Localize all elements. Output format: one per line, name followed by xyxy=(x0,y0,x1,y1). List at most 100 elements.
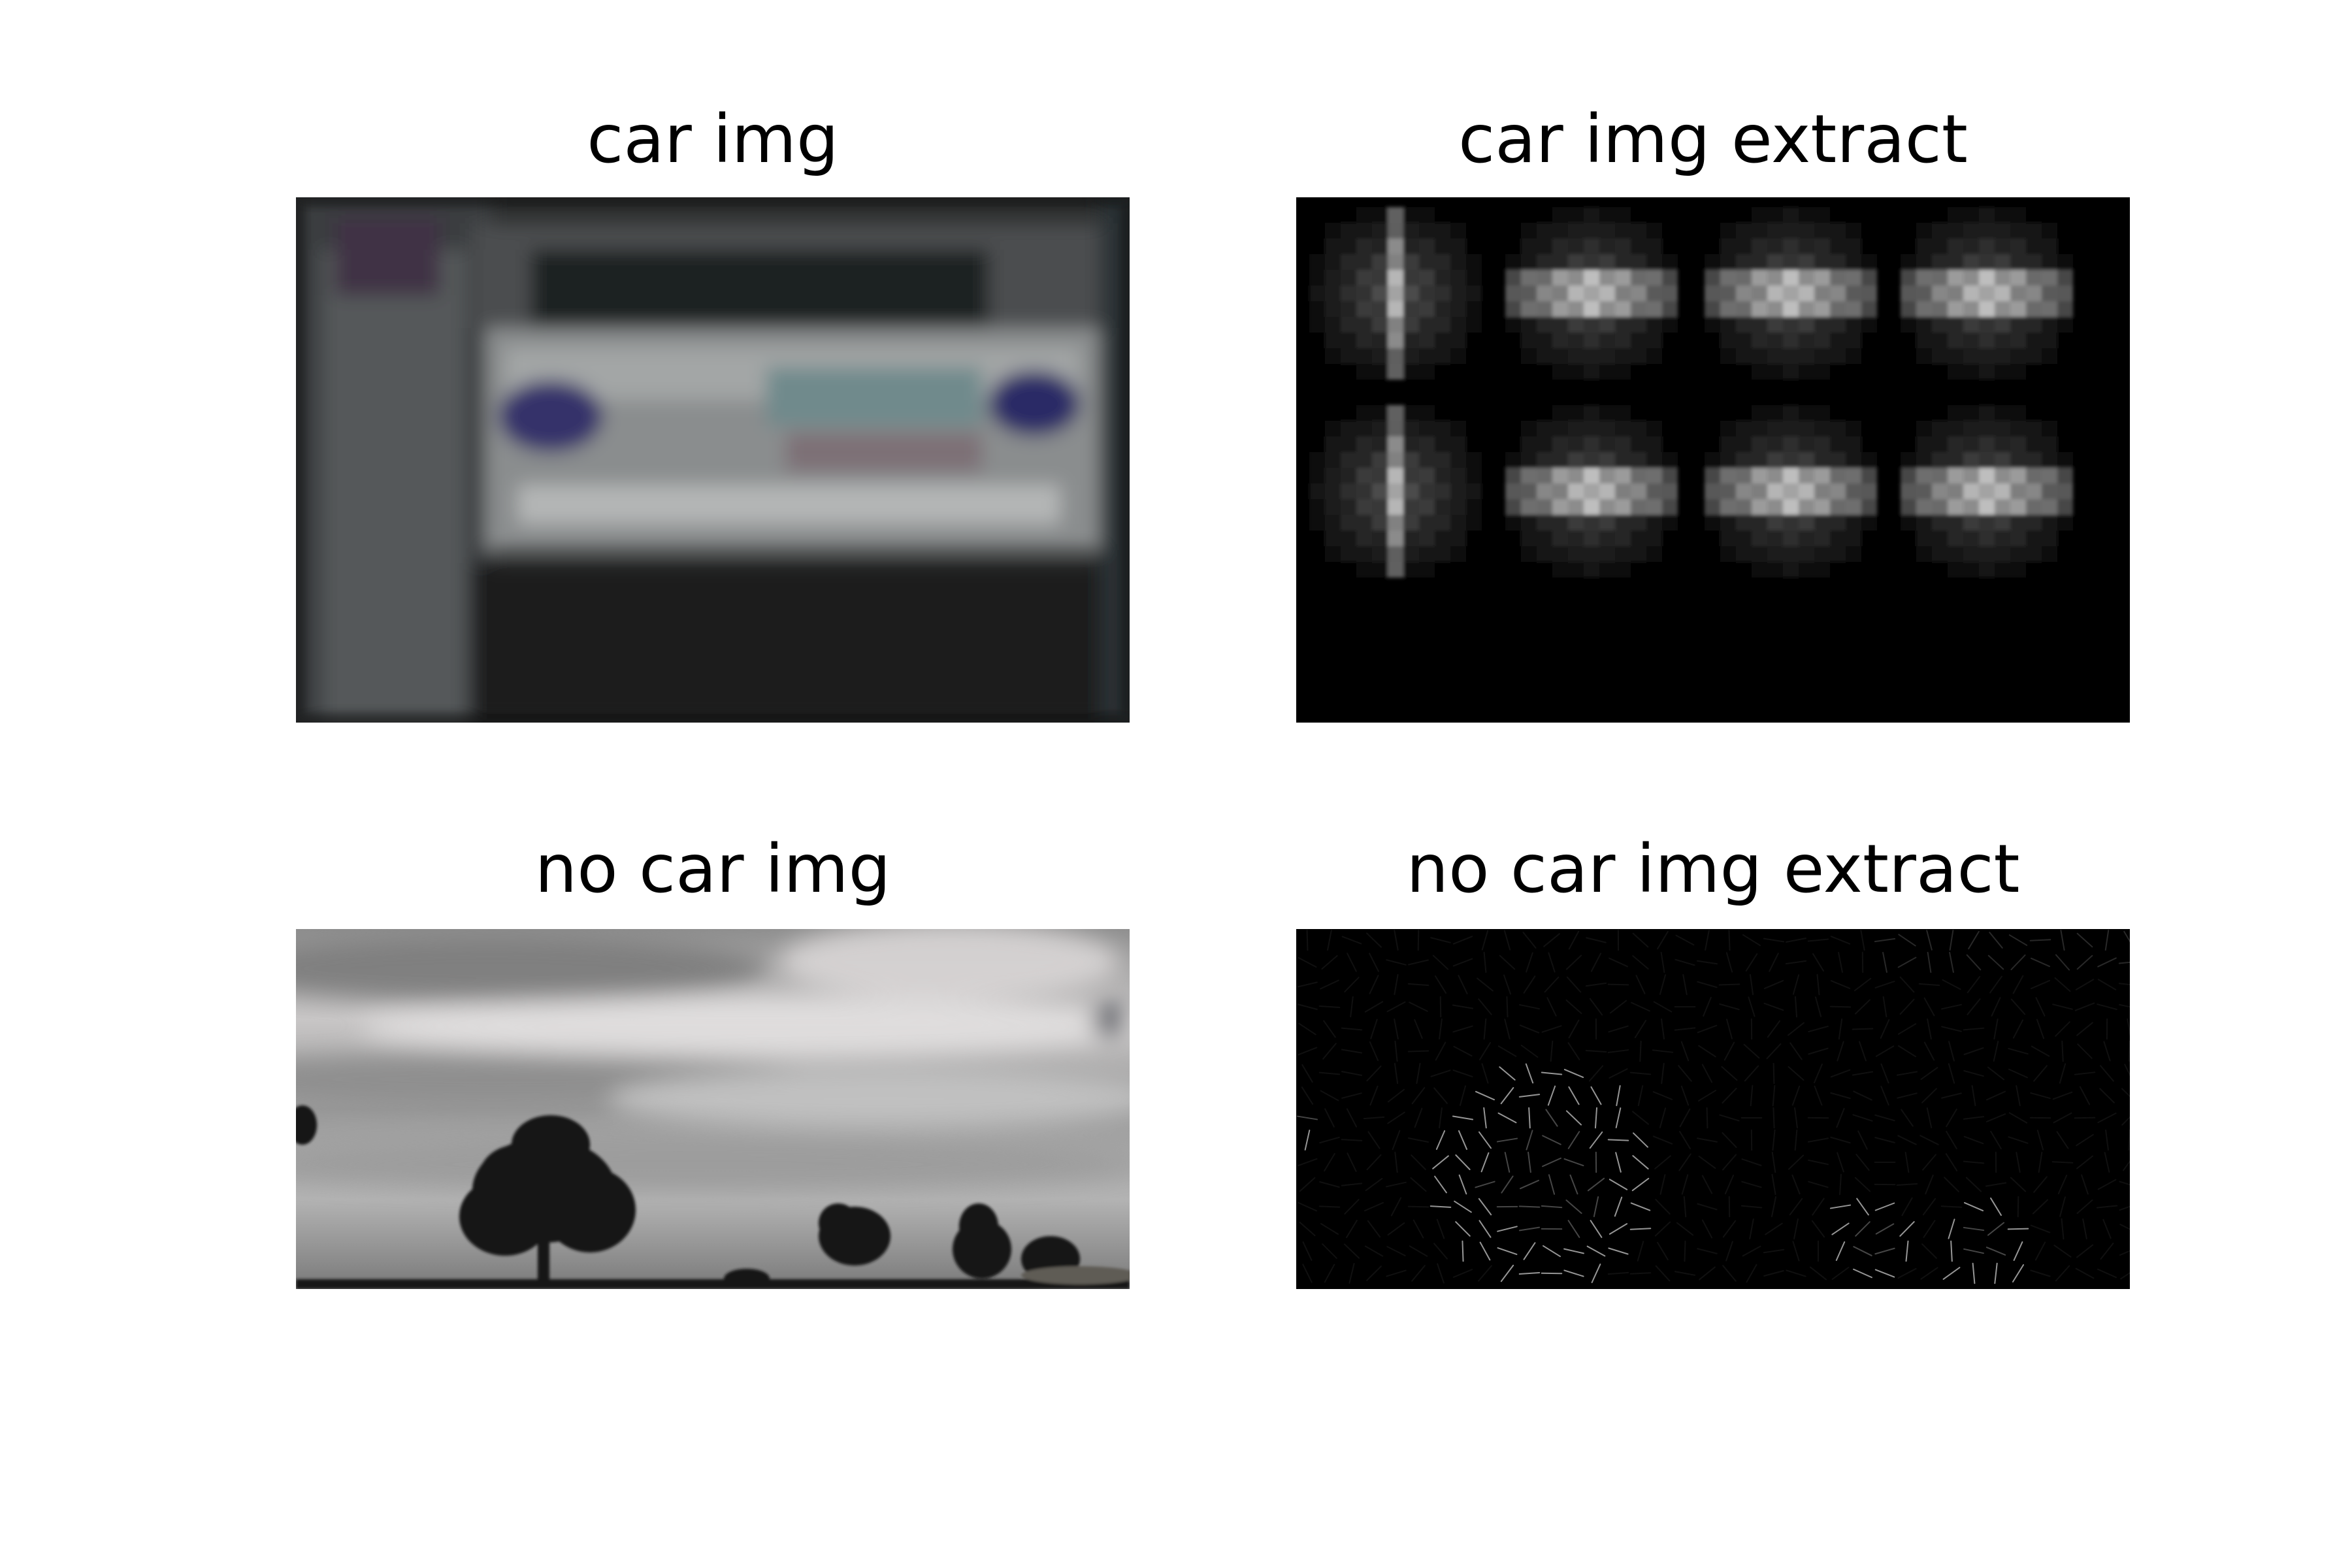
hog-gradient-line xyxy=(2127,1018,2130,1037)
hog-gradient-line xyxy=(1568,1086,1580,1105)
hog-cell xyxy=(1830,301,1846,317)
hog-cell xyxy=(1521,317,1537,333)
hog-cell xyxy=(1372,562,1388,578)
hog-gradient-line xyxy=(1655,1199,1671,1215)
hog-cell xyxy=(1388,531,1403,546)
hog-cell xyxy=(1599,546,1615,562)
hog-gradient-line xyxy=(2077,1043,2093,1059)
hog-cell xyxy=(1599,562,1615,578)
hog-gradient-line xyxy=(1792,1241,1800,1262)
hog-gradient-line xyxy=(1567,1220,1580,1238)
hog-cell xyxy=(2010,364,2026,380)
hog-cell xyxy=(1720,436,1736,452)
hog-cell xyxy=(1521,452,1537,468)
hog-gradient-line xyxy=(2105,1129,2109,1151)
hog-cell xyxy=(1901,468,1916,483)
hog-cell xyxy=(1752,317,1767,333)
hog-gradient-line xyxy=(1590,1086,1602,1105)
hog-gradient-line xyxy=(1609,1223,1628,1235)
hog-cell xyxy=(2010,333,2026,348)
hog-cell xyxy=(1325,562,1341,578)
hog-gradient-line xyxy=(1746,1264,1757,1283)
hog-cell xyxy=(1419,515,1435,531)
hog-cell xyxy=(1646,436,1662,452)
hog-gradient-line xyxy=(1608,1247,1629,1255)
hog-cell xyxy=(2010,436,2026,452)
hog-cell xyxy=(1552,333,1568,348)
hog-gradient-line xyxy=(1297,981,1318,988)
hog-cell xyxy=(2057,286,2073,301)
hog-cell xyxy=(1830,317,1846,333)
hog-cell xyxy=(1846,483,1861,499)
hog-cell xyxy=(1901,436,1916,452)
hog-cell xyxy=(1419,405,1435,421)
hog-cell xyxy=(1916,515,1932,531)
hog-cell xyxy=(1948,546,1963,562)
hog-gradient-line xyxy=(1859,1041,1867,1062)
hog-cell xyxy=(2042,562,2057,578)
hog-gradient-line xyxy=(1830,1069,1851,1078)
hog-cell xyxy=(1830,364,1846,380)
hog-gradient-line xyxy=(1563,1269,1584,1277)
hog-cell xyxy=(1916,405,1932,421)
hog-cell xyxy=(1615,270,1631,286)
hog-gradient-line xyxy=(1499,955,1516,970)
hog-cell xyxy=(1979,238,1995,254)
hog-cell xyxy=(1767,515,1783,531)
hog-gradient-line xyxy=(1699,1266,1716,1281)
hog-gradient-line xyxy=(1763,1270,1784,1277)
hog-gradient-line xyxy=(2121,1116,2130,1126)
hog-cell xyxy=(1615,452,1631,468)
hog-gradient-line xyxy=(1918,983,1940,987)
hog-gradient-line xyxy=(1341,1071,1363,1076)
hog-cell xyxy=(1916,483,1932,499)
hog-cell xyxy=(1963,317,1979,333)
hog-cell xyxy=(1799,436,1814,452)
hog-gradient-line xyxy=(1322,1043,1337,1060)
hog-cell xyxy=(1916,270,1932,286)
hog-gradient-line xyxy=(1763,1002,1784,1011)
hog-gradient-line xyxy=(1963,1116,1985,1120)
hog-cell xyxy=(1861,286,1877,301)
hog-cell xyxy=(1646,499,1662,515)
hog-cell xyxy=(1631,223,1646,238)
hog-gradient-line xyxy=(1478,1265,1492,1282)
hog-gradient-line xyxy=(2051,1161,2074,1164)
hog-gradient-line xyxy=(2081,1174,2089,1195)
hog-gradient-line xyxy=(1637,1085,1644,1106)
hog-gradient-line xyxy=(1814,1085,1823,1106)
hog-cell xyxy=(1615,238,1631,254)
hog-cell xyxy=(1662,452,1678,468)
hog-cell xyxy=(1537,405,1552,421)
hog-gradient-line xyxy=(1860,929,1865,951)
hog-gradient-line xyxy=(1591,1264,1601,1283)
hog-gradient-line xyxy=(1678,1153,1691,1171)
hog-cell xyxy=(1720,405,1736,421)
hog-gradient-line xyxy=(1496,1137,1518,1143)
hog-cell xyxy=(1861,468,1877,483)
hog-gradient-line xyxy=(1437,1263,1445,1284)
hog-gradient-line xyxy=(1569,1174,1578,1195)
hog-cell xyxy=(1521,499,1537,515)
hog-cell xyxy=(1309,364,1325,380)
hog-cell xyxy=(1372,348,1388,364)
hog-cell xyxy=(1419,254,1435,270)
hog-gradient-line xyxy=(1809,1266,1827,1281)
hog-cell xyxy=(1521,207,1537,223)
hog-gradient-line xyxy=(1811,1220,1825,1238)
hog-gradient-line xyxy=(1568,1019,1580,1039)
hog-cell xyxy=(1419,562,1435,578)
hog-cell xyxy=(1309,436,1325,452)
hog-cell xyxy=(1356,531,1372,546)
hog-gradient-line xyxy=(2052,1091,2073,1100)
hog-cell xyxy=(1341,515,1356,531)
hog-cell xyxy=(1372,207,1388,223)
hog-cell xyxy=(2057,562,2073,578)
hog-cell xyxy=(1963,405,1979,421)
hog-cell xyxy=(1631,436,1646,452)
hog-cell xyxy=(1419,286,1435,301)
hog-cell xyxy=(1995,452,2010,468)
hog-cell xyxy=(1466,301,1482,317)
hog-gradient-line xyxy=(1386,1001,1406,1013)
hog-cell xyxy=(1521,238,1537,254)
